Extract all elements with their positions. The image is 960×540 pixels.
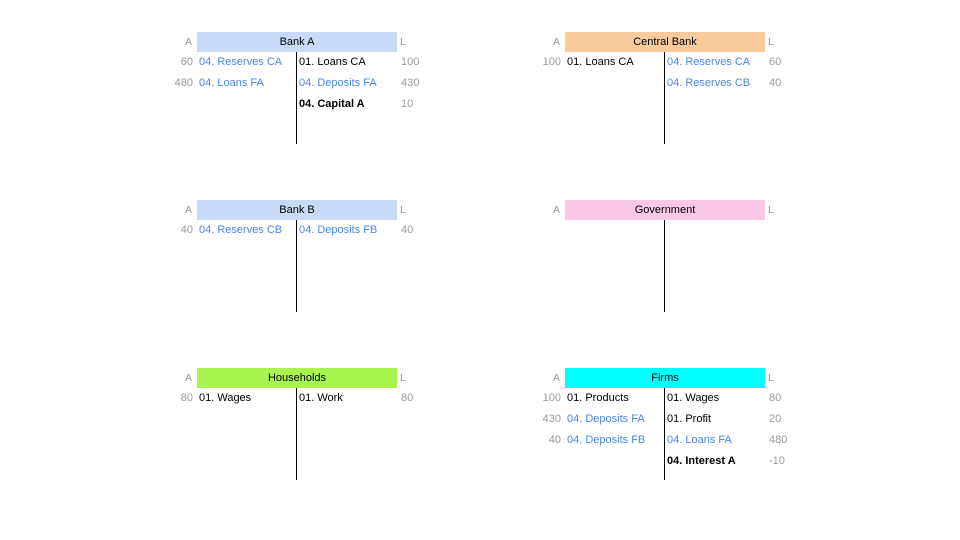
t-account-divider (296, 52, 297, 144)
t-account-divider (664, 388, 665, 480)
ledger-households: A L Households 80 01. Wages 01. Work 80 (181, 368, 413, 480)
liability-entry: 01. Profit 20 (565, 409, 781, 430)
liabilities-side-label: L (768, 372, 774, 384)
asset-value: 80 (180, 392, 193, 404)
t-account-divider (664, 52, 665, 144)
ledger-body: 80 01. Wages 01. Work 80 (181, 388, 413, 480)
assets-side-label: A (553, 36, 561, 48)
liability-name: 04. Reserves CB (667, 77, 751, 89)
ledger-title: Firms (565, 368, 765, 388)
liability-name: 01. Work (299, 392, 343, 404)
t-account-divider (296, 220, 297, 312)
asset-value: 40 (548, 434, 561, 446)
asset-entry: 100 01. Products (543, 388, 765, 409)
liabilities-side-label: L (400, 372, 406, 384)
asset-name: 04. Loans FA (199, 77, 264, 89)
ledger-body: 40 04. Reserves CB 04. Deposits FB 40 (181, 220, 413, 312)
liability-value: 80 (401, 392, 414, 404)
liabilities-side-label: L (400, 36, 406, 48)
liability-name: 01. Wages (667, 392, 720, 404)
liabilities-side-label: L (400, 204, 406, 216)
asset-value: 480 (174, 77, 193, 89)
ledger-body: 60 04. Reserves CA 480 04. Loans FA 01. Loan… (175, 52, 419, 144)
liability-value: -10 (769, 455, 785, 467)
liability-value: 40 (401, 224, 414, 236)
assets-side-label: A (185, 204, 193, 216)
liability-name: 04. Deposits FA (299, 77, 377, 89)
liability-entry: 01. Loans CA 100 (197, 52, 419, 73)
ledger-government: A L Government (553, 200, 774, 312)
asset-entry: 100 01. Loans CA (543, 52, 765, 73)
ledger-title: Government (565, 200, 765, 220)
asset-value: 60 (180, 56, 193, 68)
liability-name: 04. Capital A (299, 98, 365, 110)
liability-value: 430 (401, 77, 420, 89)
liabilities-side-label: L (768, 204, 774, 216)
liability-name: 04. Interest A (667, 455, 736, 467)
liability-name: 01. Profit (667, 413, 712, 425)
asset-value: 100 (542, 392, 561, 404)
assets-side-label: A (553, 204, 561, 216)
ledger-body (565, 220, 765, 312)
asset-value: 100 (542, 56, 561, 68)
assets-side-label: A (185, 36, 193, 48)
liabilities-side-label: L (768, 36, 774, 48)
liability-entry: 04. Capital A 10 (197, 94, 413, 115)
liability-entry: 04. Deposits FB 40 (197, 220, 413, 241)
asset-entry: 40 04. Reserves CB (181, 220, 397, 241)
asset-value: 40 (180, 224, 193, 236)
liability-name: 04. Loans FA (667, 434, 732, 446)
ledger-bank-a: A L Bank A 60 04. Reserves CA 480 04. Loans… (175, 32, 419, 144)
ledger-title: Households (197, 368, 397, 388)
asset-name: 04. Deposits FA (567, 413, 645, 425)
liability-value: 80 (769, 392, 782, 404)
ledger-title: Central Bank (565, 32, 765, 52)
asset-entry: 60 04. Reserves CA (181, 52, 397, 73)
liability-value: 480 (769, 434, 788, 446)
liability-entry: 04. Reserves CB 40 (565, 73, 781, 94)
liability-entry: 04. Loans FA 480 (565, 430, 787, 451)
ledger-body: 100 01. Products 430 04. Deposits FA 40 04. D… (543, 388, 787, 480)
liability-value: 60 (769, 56, 782, 68)
ledger-title: Bank B (197, 200, 397, 220)
asset-name: 04. Deposits FB (567, 434, 646, 446)
asset-value: 430 (542, 413, 561, 425)
assets-side-label: A (553, 372, 561, 384)
liability-name: 04. Reserves CA (667, 56, 751, 68)
ledger-firms: A L Firms 100 01. Products 430 04. Deposits… (543, 368, 787, 480)
liability-value: 40 (769, 77, 782, 89)
asset-entry: 80 01. Wages (181, 388, 397, 409)
asset-name: 01. Wages (199, 392, 252, 404)
asset-name: 04. Reserves CA (199, 56, 283, 68)
liability-entry: 04. Deposits FA 430 (197, 73, 419, 94)
asset-name: 04. Reserves CB (199, 224, 283, 236)
liability-value: 10 (401, 98, 414, 110)
asset-entry: 480 04. Loans FA (175, 73, 397, 94)
assets-side-label: A (185, 372, 193, 384)
liability-value: 20 (769, 413, 782, 425)
liability-entry: 01. Work 80 (197, 388, 413, 409)
liability-entry: 04. Reserves CA 60 (565, 52, 781, 73)
liability-entry: 04. Interest A -10 (565, 451, 785, 472)
t-account-divider (296, 388, 297, 480)
asset-entry: 40 04. Deposits FB (549, 430, 765, 451)
liability-entry: 01. Wages 80 (565, 388, 781, 409)
asset-name: 01. Loans CA (567, 56, 634, 68)
liability-value: 100 (401, 56, 420, 68)
ledger-title: Bank A (197, 32, 397, 52)
t-account-divider (664, 220, 665, 312)
asset-entry: 430 04. Deposits FA (543, 409, 765, 430)
asset-name: 01. Products (567, 392, 629, 404)
liability-name: 04. Deposits FB (299, 224, 378, 236)
liability-name: 01. Loans CA (299, 56, 366, 68)
